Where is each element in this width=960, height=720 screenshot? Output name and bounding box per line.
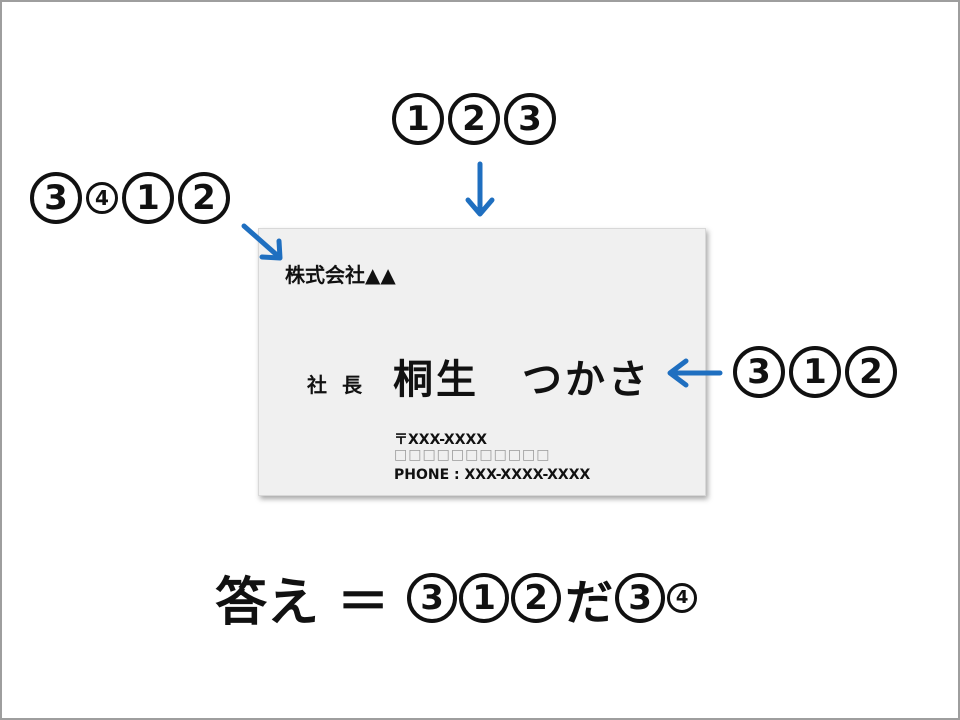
job-title: 社 長 [307,373,366,397]
circled-number: 2 [178,172,230,224]
company-name: 株式会社▲▲ [285,263,396,287]
answer-line: 答え ＝ 3 1 2 だ 3 4 [215,560,701,635]
top-circled-numbers: 1 2 3 [392,93,560,145]
phone-number: PHONE : XXX-XXXX-XXXX [394,467,591,483]
circled-number-small: 4 [667,582,698,613]
circled-number: 2 [511,572,562,623]
circled-number: 1 [392,93,444,145]
circled-number: 3 [407,572,458,623]
circled-number: 1 [459,572,510,623]
answer-da-text: だ [565,574,614,631]
circled-number-small: 4 [86,182,118,214]
circled-number: 2 [448,93,500,145]
circled-number: 3 [733,346,785,398]
circled-number: 3 [615,572,666,623]
circled-number: 3 [30,172,82,224]
business-card: 株式会社▲▲ 社 長 桐生 つかさ 〒XXX-XXXX □□□□□□□□□□□ … [258,228,706,496]
circled-number: 1 [122,172,174,224]
left-circled-numbers: 3 4 1 2 [30,172,234,224]
circled-number: 1 [789,346,841,398]
postal-code: 〒XXX-XXXX [394,432,488,448]
circled-number: 3 [504,93,556,145]
address-line: □□□□□□□□□□□ [394,447,551,463]
answer-label: 答え ＝ [215,573,390,633]
person-name: 桐生 つかさ [393,357,651,403]
circled-number: 2 [845,346,897,398]
right-circled-numbers: 3 1 2 [733,346,901,398]
